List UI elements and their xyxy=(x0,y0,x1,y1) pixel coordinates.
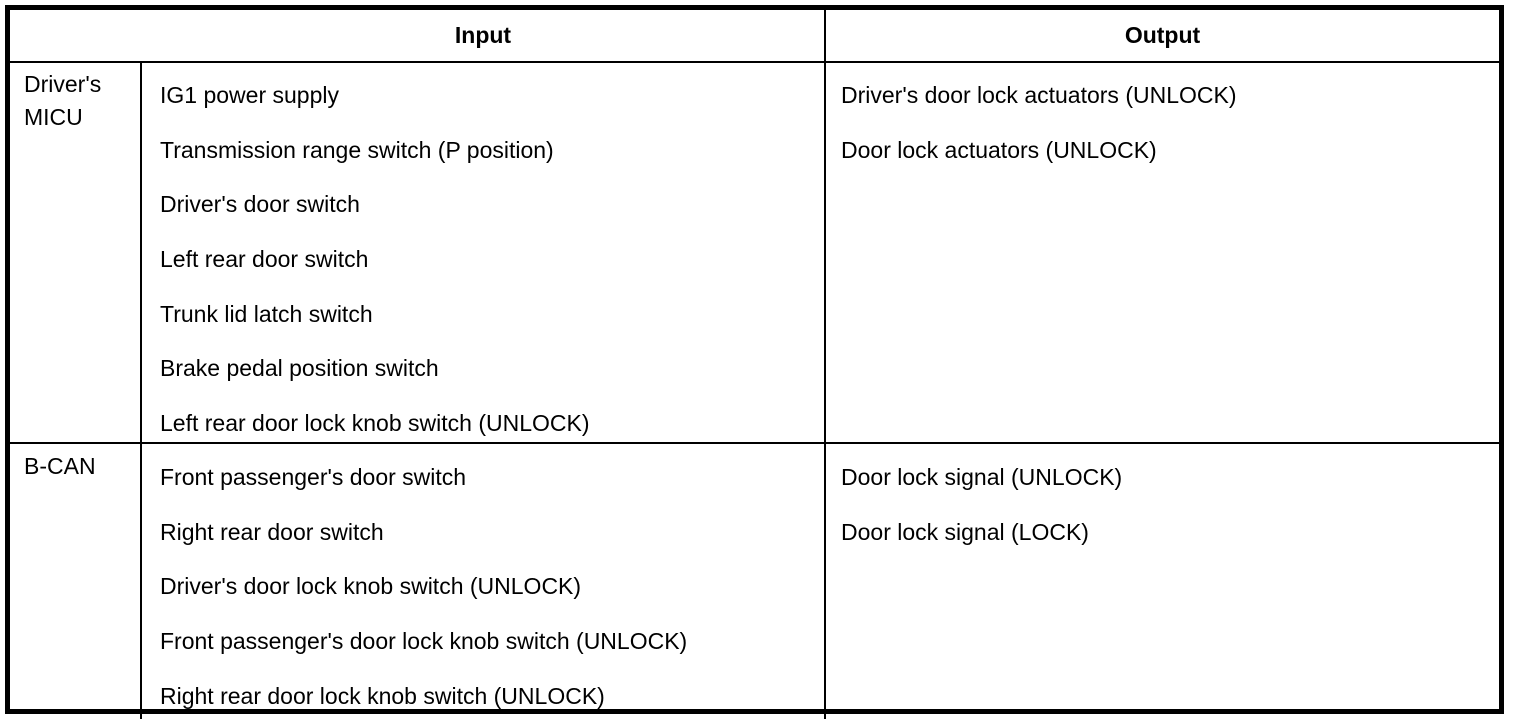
list-item: Trunk lid latch switch xyxy=(160,300,373,327)
output-list-micu: Driver's door lock actuators (UNLOCK) Do… xyxy=(841,68,1491,177)
table-row: B-CAN xyxy=(24,450,136,483)
system-label-line: MICU xyxy=(24,104,83,130)
row-divider-micu-bcan xyxy=(10,442,1499,444)
list-item: Right rear door lock knob switch (UNLOCK… xyxy=(160,682,605,709)
column-divider-input-output xyxy=(824,10,826,719)
output-list-bcan: Door lock signal (UNLOCK) Door lock sign… xyxy=(841,450,1491,559)
list-item: Door lock signal (LOCK) xyxy=(841,518,1089,545)
list-item: Front passenger's door lock knob switch … xyxy=(160,628,688,655)
column-divider-system-input xyxy=(140,61,142,719)
list-item: Right rear door switch xyxy=(160,518,384,545)
list-item: Brake pedal position switch xyxy=(160,355,439,382)
list-item: Driver's door switch xyxy=(160,191,360,218)
list-item: Left rear door switch xyxy=(160,246,369,273)
column-header-input: Input xyxy=(454,22,512,48)
list-item: IG1 power supply xyxy=(160,82,339,108)
table-row: Driver's MICU xyxy=(24,68,136,134)
list-item: Driver's door lock actuators (UNLOCK) xyxy=(841,82,1237,108)
list-item: Door lock actuators (UNLOCK) xyxy=(841,136,1157,163)
io-table: Input Output Driver's MICU IG1 power sup… xyxy=(5,5,1504,719)
list-item: Left rear door lock knob switch (UNLOCK) xyxy=(160,410,590,437)
list-item: Transmission range switch (P position) xyxy=(160,136,554,163)
list-item: Front passenger's door switch xyxy=(160,464,467,490)
input-list-micu: IG1 power supply Transmission range swit… xyxy=(160,68,820,451)
list-item: Door lock signal (UNLOCK) xyxy=(841,464,1123,490)
list-item: Driver's door lock knob switch (UNLOCK) xyxy=(160,573,582,600)
header-divider xyxy=(10,61,1499,63)
system-label-line: Driver's xyxy=(24,71,102,97)
column-header-output: Output xyxy=(1124,22,1201,48)
input-list-bcan: Front passenger's door switch Right rear… xyxy=(160,450,820,723)
system-label-line: B-CAN xyxy=(24,453,96,479)
